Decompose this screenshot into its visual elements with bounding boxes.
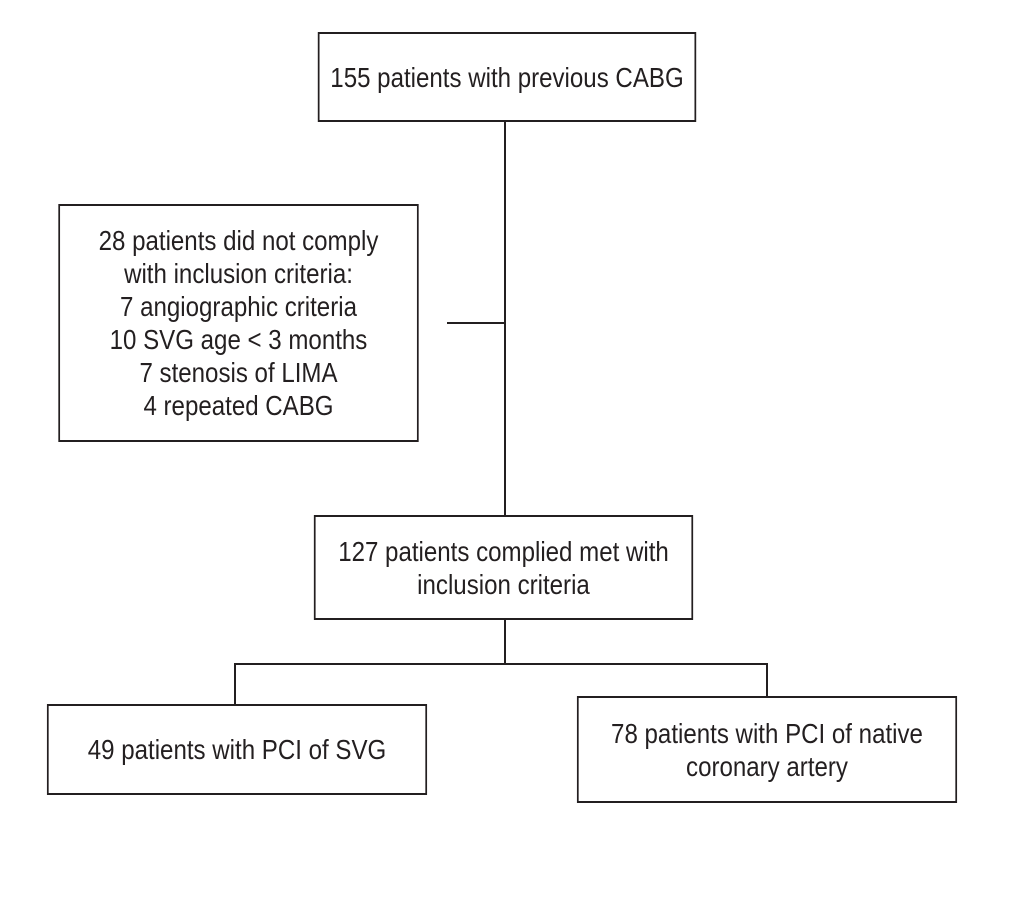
box-excluded-line-6: 4 repeated CABG (143, 390, 334, 421)
connector-split-horizontal (234, 663, 768, 665)
box-excluded-patients: 28 patients did not comply with inclusio… (58, 204, 419, 442)
connector-included-to-split (504, 618, 506, 665)
connector-split-left (234, 663, 236, 706)
box-pci-svg: 49 patients with PCI of SVG (46, 704, 428, 795)
box-pci-svg-line: 49 patients with PCI of SVG (87, 734, 387, 765)
box-included-patients: 127 patients complied met with inclusion… (313, 515, 694, 620)
connector-split-right (766, 663, 768, 698)
box-pci-native: 78 patients with PCI of native coronary … (576, 696, 958, 803)
box-pci-native-line-2: coronary artery (686, 750, 848, 782)
box-total-patients: 155 patients with previous CABG (317, 32, 697, 122)
connector-top-to-included (504, 121, 506, 516)
box-total-patients-line: 155 patients with previous CABG (330, 61, 684, 93)
box-excluded-line-1: 28 patients did not comply (98, 225, 379, 256)
box-excluded-line-3: 7 angiographic criteria (120, 291, 357, 322)
box-included-line-1: 127 patients complied met with (338, 535, 669, 567)
box-excluded-line-5: 7 stenosis of LIMA (139, 357, 338, 388)
box-pci-native-line-1: 78 patients with PCI of native (611, 717, 923, 749)
box-excluded-line-2: with inclusion criteria: (124, 258, 353, 289)
connector-exclusion-branch (447, 322, 506, 324)
box-included-line-2: inclusion criteria (417, 568, 590, 600)
box-excluded-line-4: 10 SVG age < 3 months (109, 324, 368, 355)
